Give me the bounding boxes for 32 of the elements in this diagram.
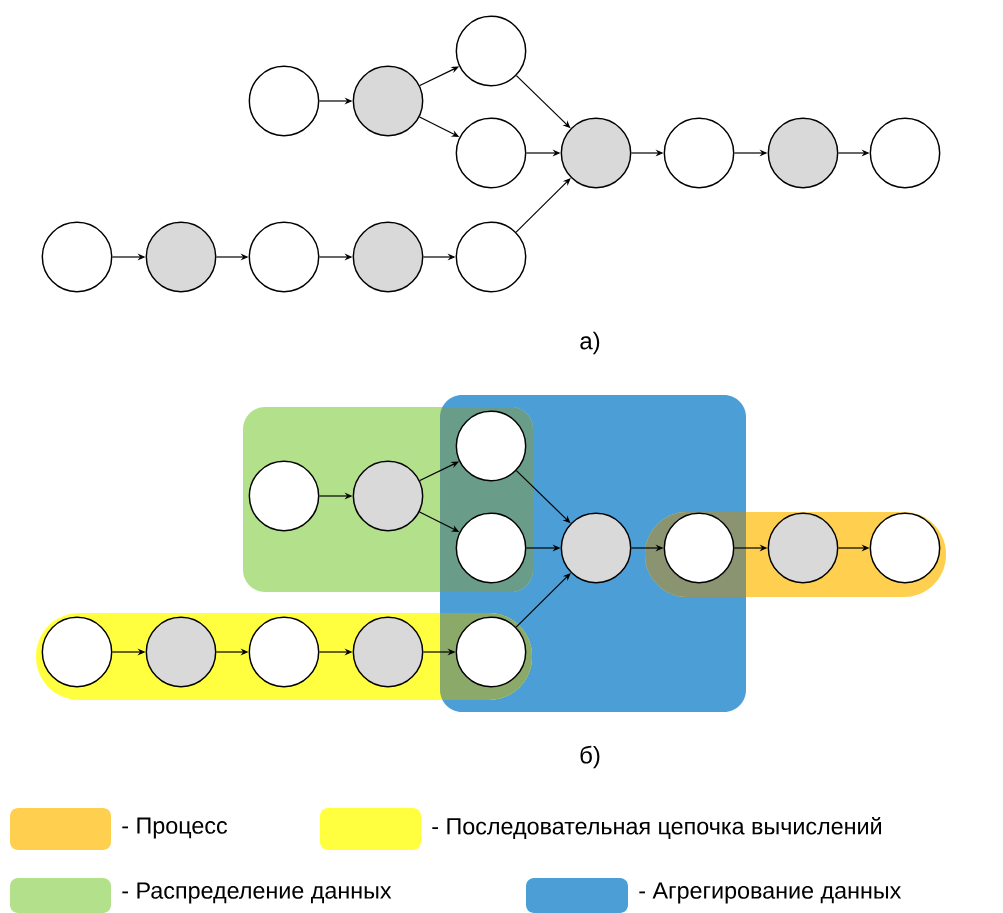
process-circle bbox=[663, 512, 735, 584]
process-circle bbox=[145, 616, 217, 688]
process-circle bbox=[352, 616, 424, 688]
process-circle bbox=[145, 221, 217, 293]
process-circle bbox=[352, 221, 424, 293]
process-circle bbox=[455, 616, 527, 688]
process-circle bbox=[41, 616, 113, 688]
process-circle bbox=[455, 221, 527, 293]
panel-label: а) bbox=[580, 331, 600, 355]
process-circle bbox=[455, 15, 527, 87]
legend-text: - Процесс bbox=[122, 817, 228, 839]
process-circle bbox=[248, 65, 320, 137]
legend-text: - Агрегирование данных bbox=[639, 882, 902, 904]
legend-text: - Последовательная цепочка вычислений bbox=[432, 817, 881, 839]
process-circle bbox=[455, 117, 527, 189]
process-circle bbox=[248, 616, 320, 688]
process-circle bbox=[560, 117, 632, 189]
process-circle bbox=[248, 460, 320, 532]
process-circle bbox=[767, 117, 839, 189]
process-circle bbox=[41, 221, 113, 293]
legend-text: - Распределение данных bbox=[122, 882, 392, 904]
process-circle bbox=[352, 65, 424, 137]
panel-label: б) bbox=[580, 745, 600, 769]
process-circle bbox=[352, 460, 424, 532]
process-circle bbox=[869, 512, 941, 584]
process-circle bbox=[869, 117, 941, 189]
process-circle bbox=[455, 512, 527, 584]
process-circle bbox=[248, 221, 320, 293]
process-circle bbox=[767, 512, 839, 584]
process-circle bbox=[663, 117, 735, 189]
process-circle bbox=[455, 410, 527, 482]
process-circle bbox=[560, 512, 632, 584]
